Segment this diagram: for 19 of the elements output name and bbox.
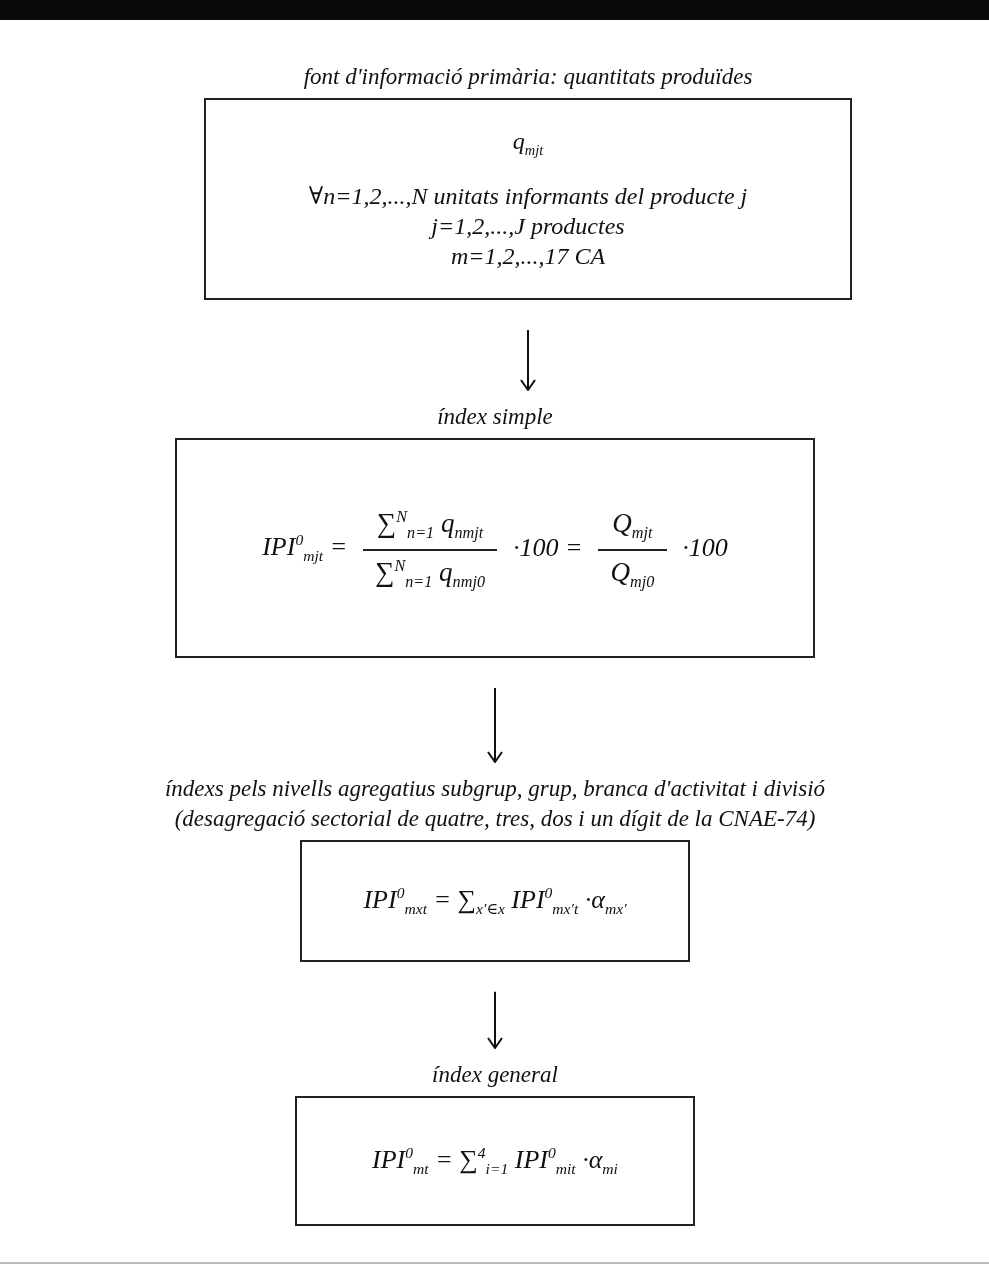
formula-text: ·100 — [682, 531, 728, 564]
caption-text: índex general — [431, 1061, 559, 1089]
arrow — [487, 686, 503, 763]
arrow — [520, 328, 536, 391]
arrow — [487, 990, 503, 1049]
formula-text: ·100 = — [513, 531, 583, 564]
formula-text: IPI$^{0}$$_{mjt}$ = — [262, 530, 348, 566]
fraction-denominator: ∑$^{N}$$_{n=1}$ q$_{nmj0}$ — [374, 555, 486, 593]
caption-text: índex simple — [436, 403, 554, 431]
caption-text: índexs pels nivells agregatius subgrup, grup, branca d'activitat i divisió (desagregació sectorial de quatre, tres, dos i un dígit de la CNAE-74) — [163, 775, 827, 833]
fraction-numerator: Q$_{mjt}$ — [598, 503, 667, 551]
formula-text: q$_{mjt}$ — [512, 127, 544, 160]
formula-text: IPI$^{0}$$_{mxt}$ = ∑$_{x′∈x}$ IPI$^{0}$$_{mx′t}$ ·α$_{mx′}$ — [363, 883, 627, 919]
fraction-denominator: Q$_{mj0}$ — [609, 555, 656, 593]
formula-text: m=1,2,...,17 CA — [450, 242, 606, 272]
formula-text: ∀n=1,2,...,N unitats informants del producte j — [308, 182, 748, 212]
fraction-numerator: ∑$^{N}$$_{n=1}$ q$_{nmjt}$ — [362, 503, 498, 551]
caption-text: font d'informació primària: quantitats produïdes — [302, 63, 754, 91]
formula-text: IPI$^{0}$$_{mt}$ = ∑$^{4}$$_{i=1}$ IPI$^{0}$$_{mit}$ ·α$_{mi}$ — [372, 1143, 618, 1179]
